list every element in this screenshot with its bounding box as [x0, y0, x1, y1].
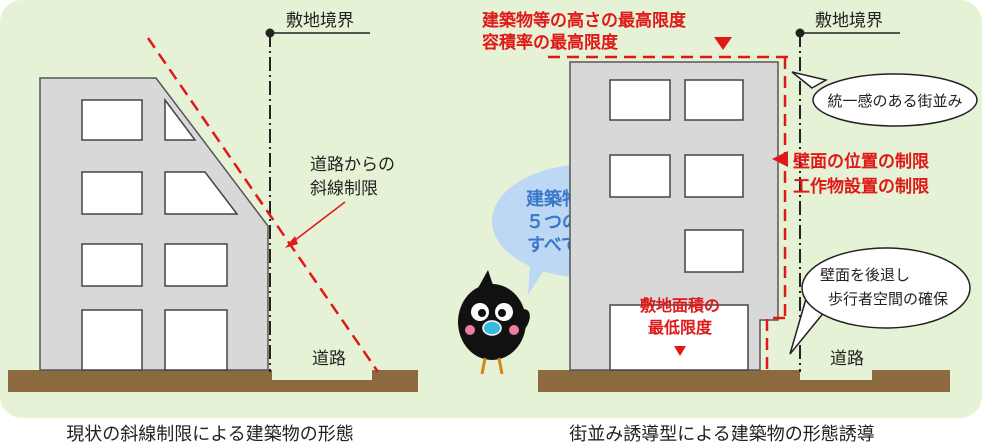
wall-setback-line — [765, 316, 785, 372]
min-area-label-2: 最低限度 — [648, 318, 713, 337]
min-area-marker — [674, 346, 686, 356]
far-limit-label: 容積率の最高限度 — [482, 32, 619, 53]
right-window — [609, 79, 671, 121]
left-slope-pointer-head — [285, 236, 298, 248]
wall-position-marker — [772, 151, 788, 167]
left-building — [39, 77, 269, 371]
left-boundary-label: 敷地境界 — [286, 11, 354, 31]
left-ground — [8, 370, 418, 392]
height-limit-label: 建築物等の高さの最高限度 — [482, 10, 687, 31]
walkway-callout — [801, 247, 971, 329]
right-window — [684, 229, 744, 273]
min-area-label-1: 敷地面積の — [640, 296, 720, 315]
left-window — [164, 309, 228, 371]
right-window — [609, 154, 671, 198]
left-slope-pointer — [289, 201, 346, 245]
mascot-pupil-left — [478, 309, 486, 317]
left-window — [164, 97, 197, 141]
right-window — [684, 79, 744, 121]
structure-label: 工作物設置の制限 — [793, 176, 929, 197]
unified-label: 統一感のある街並み — [827, 92, 962, 110]
mascot-crow — [458, 270, 530, 375]
left-window — [81, 309, 143, 371]
left-window — [81, 171, 143, 215]
left-window — [164, 171, 239, 215]
right-window — [684, 154, 744, 198]
left-road-label: 道路 — [312, 349, 346, 369]
left-window — [81, 243, 143, 287]
mascot-cheek-right — [509, 325, 519, 335]
left-setback-label-2: 斜線制限 — [310, 179, 378, 199]
right-ground — [538, 370, 950, 392]
right-caption: 街並み誘導型による建築物の形態誘導 — [569, 424, 874, 444]
left-diagram: 敷地境界 道路からの 斜線制限 道路 — [8, 11, 418, 392]
mascot-pupil-right — [498, 309, 506, 317]
right-diagram: 敷地境界 建築物等の高さの最高限度 容積率の最高限度 壁面の位置の制限 工作物設… — [482, 10, 978, 392]
left-setback-label-1: 道路からの — [310, 155, 395, 175]
walkway-label-1: 壁面を後退し — [820, 266, 910, 284]
left-window — [164, 243, 228, 287]
wall-position-label: 壁面の位置の制限 — [793, 151, 929, 172]
right-entrance — [609, 304, 749, 371]
left-slope-line — [146, 37, 380, 373]
unified-callout — [812, 73, 978, 127]
mascot-cheek-left — [465, 325, 475, 335]
walkway-label-2: 歩行者空間の確保 — [828, 290, 948, 308]
left-window — [81, 99, 143, 141]
unified-callout-tail — [791, 71, 829, 89]
right-building — [569, 61, 779, 371]
right-road-label: 道路 — [830, 349, 864, 369]
right-boundary-label: 敷地境界 — [815, 11, 883, 31]
mascot-tuft — [478, 270, 494, 288]
height-limit-marker — [714, 37, 732, 50]
mascot-beak — [482, 320, 502, 336]
left-caption: 現状の斜線制限による建築物の形態 — [66, 424, 353, 444]
mascot-legs — [480, 357, 504, 375]
